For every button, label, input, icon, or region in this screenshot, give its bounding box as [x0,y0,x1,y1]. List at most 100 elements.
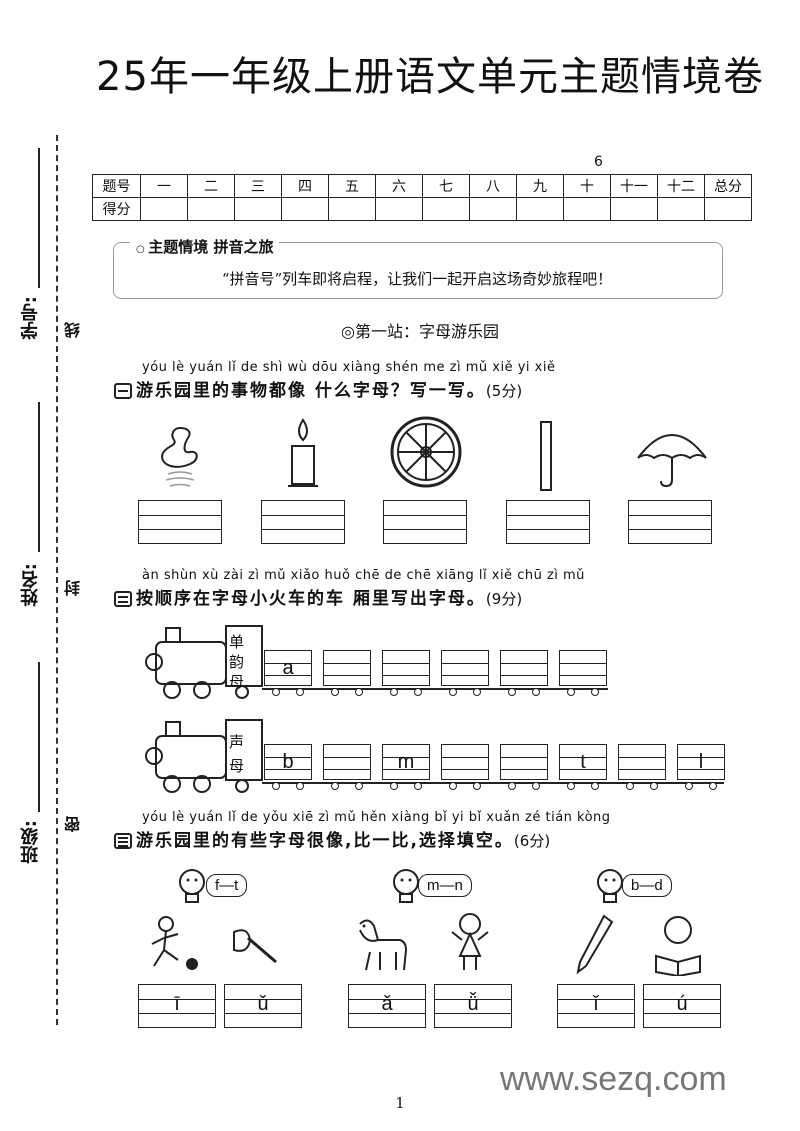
wagon-box[interactable] [500,744,548,780]
wagon-wheel [296,782,304,790]
header-cell: 三 [234,174,282,198]
q1-number-icon [114,383,132,399]
lightbulb-icon [179,869,205,903]
wagon-wheel [272,688,280,696]
kicking-ball-icon [151,916,198,970]
wagon-box[interactable] [618,744,666,780]
wagon-wheel [591,688,599,696]
theme-dot-icon: ○ [136,244,149,255]
wagon-wheel [591,782,599,790]
train1-rail [262,688,608,690]
page-number: 1 [395,1094,405,1112]
score-cell[interactable] [234,197,282,221]
q1-answer-box[interactable] [261,500,345,544]
theme-text: “拼音号”列车即将启程，让我们一起开启这场奇妙旅程吧！ [221,270,613,288]
q3-answer-box[interactable]: ǔ [224,984,302,1028]
score-cell[interactable] [328,197,376,221]
q1-answer-box[interactable] [628,500,712,544]
header-cell: 九 [516,174,564,198]
wagon-box[interactable] [500,650,548,686]
class-label: 班级: [20,820,41,864]
score-cell[interactable] [563,197,611,221]
q3-question: 游乐园里的有些字母很像,比一比,选择填空。(6分) [114,826,550,851]
q3-pinyin: yóu lè yuán lǐ de yǒu xiē zì mǔ hěn xiàn… [142,810,611,825]
score-cell[interactable] [610,197,658,221]
train2-rail [262,782,724,784]
wagon-box[interactable] [323,650,371,686]
class-line [38,662,40,812]
binding-dashed-line [56,135,58,1025]
wagon-box[interactable]: t [559,744,607,780]
score-table: 题号 一 二 三 四 五 六 七 八 九 十 十一 十二 总分 得分 [92,174,752,221]
q1-answer-box[interactable] [383,500,467,544]
q3-answer-box[interactable]: ǐ [557,984,635,1028]
q1-pinyin: yóu lè yuán lǐ de shì wù dōu xiàng shén … [142,360,556,375]
wagon-letter: t [580,751,586,773]
pair-2-bubble: m—n [418,874,472,897]
header-cell: 六 [375,174,423,198]
wagon-box[interactable] [323,744,371,780]
wagon-box[interactable] [559,650,607,686]
student-no-line [38,148,40,288]
table-note: 6 [594,154,603,170]
q2-number-icon [114,591,132,607]
header-cell: 五 [328,174,376,198]
wagon-wheel [650,782,658,790]
q3-answer-box[interactable]: ī [138,984,216,1028]
wagon-letter: b [282,751,294,773]
header-cell: 八 [469,174,517,198]
wagon-wheel [331,782,339,790]
wagon-box[interactable]: b [264,744,312,780]
wagon-box[interactable] [441,650,489,686]
score-row: 得分 [92,197,752,221]
theme-title: ○ 主题情境 拼音之旅 [130,236,280,257]
header-cell: 四 [281,174,329,198]
score-cell[interactable] [140,197,188,221]
watermark: www.sezq.com [500,1060,727,1098]
header-cell: 七 [422,174,470,198]
wagon-wheel [508,782,516,790]
wagon-wheel [685,782,693,790]
score-cell[interactable] [704,197,752,221]
wagon-box[interactable] [441,744,489,780]
wagon-box[interactable]: l [677,744,725,780]
wagon-wheel [532,688,540,696]
score-cell[interactable] [187,197,235,221]
page-title: 25年一年级上册语文单元主题情境卷 [96,54,764,100]
q3-answer-box[interactable]: ǚ [434,984,512,1028]
score-cell[interactable] [375,197,423,221]
horse-icon [359,919,408,971]
name-line [38,402,40,552]
wagon-wheel [296,688,304,696]
wheel-icon [390,416,462,488]
q1-answer-box[interactable] [138,500,222,544]
wagon-wheel [567,688,575,696]
header-cell: 二 [187,174,235,198]
wagon-wheel [449,782,457,790]
q1-answer-box[interactable] [506,500,590,544]
theme-box [113,242,723,299]
header-cell: 总分 [704,174,752,198]
wagon-box[interactable]: m [382,744,430,780]
q3-answer-box[interactable]: ú [643,984,721,1028]
score-row-label: 得分 [92,197,141,221]
wagon-wheel [567,782,575,790]
score-cell[interactable] [469,197,517,221]
wagon-box[interactable] [382,650,430,686]
locomotive-icon [145,719,263,793]
wagon-letter: l [698,751,704,773]
umbrella-icon [637,434,707,488]
locomotive-icon [145,625,263,699]
header-cell: 十 [563,174,611,198]
q3-answer-box[interactable]: ǎ [348,984,426,1028]
wagon-box[interactable]: a [264,650,312,686]
q3-number-icon [114,833,132,849]
wagon-wheel [414,782,422,790]
score-cell[interactable] [657,197,705,221]
secret-word: 密 [64,816,83,832]
score-cell[interactable] [281,197,329,221]
train1-label: 单韵母 [229,633,245,691]
score-cell[interactable] [516,197,564,221]
score-cell[interactable] [422,197,470,221]
seal-word: 封 [64,580,83,596]
